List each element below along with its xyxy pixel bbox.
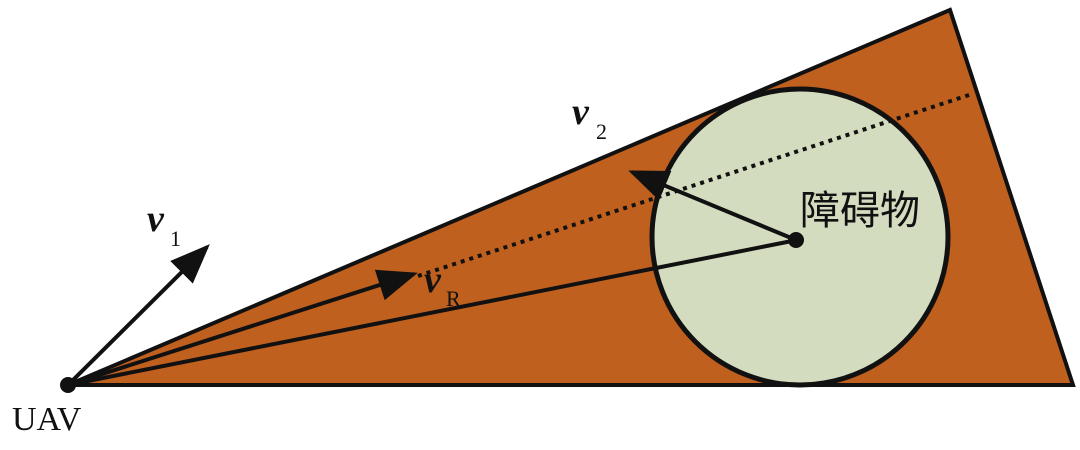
vR-subscript: R — [446, 286, 461, 311]
cone-centerline — [417, 92, 973, 278]
uav-label: UAV — [12, 401, 82, 438]
v2-label: v — [572, 91, 590, 133]
v1-subscript: 1 — [170, 226, 181, 251]
uav-point — [60, 377, 76, 393]
vR-label: v — [424, 259, 442, 301]
uav-to-obstacle-line — [67, 238, 798, 387]
obstacle-center-point — [788, 232, 804, 248]
v2-subscript: 2 — [596, 119, 607, 144]
v2-arrow — [628, 170, 797, 242]
v1-label: v — [147, 198, 165, 240]
v1-arrow — [66, 244, 210, 387]
vR-arrow — [67, 269, 418, 387]
obstacle-label: 障碍物 — [800, 188, 920, 234]
